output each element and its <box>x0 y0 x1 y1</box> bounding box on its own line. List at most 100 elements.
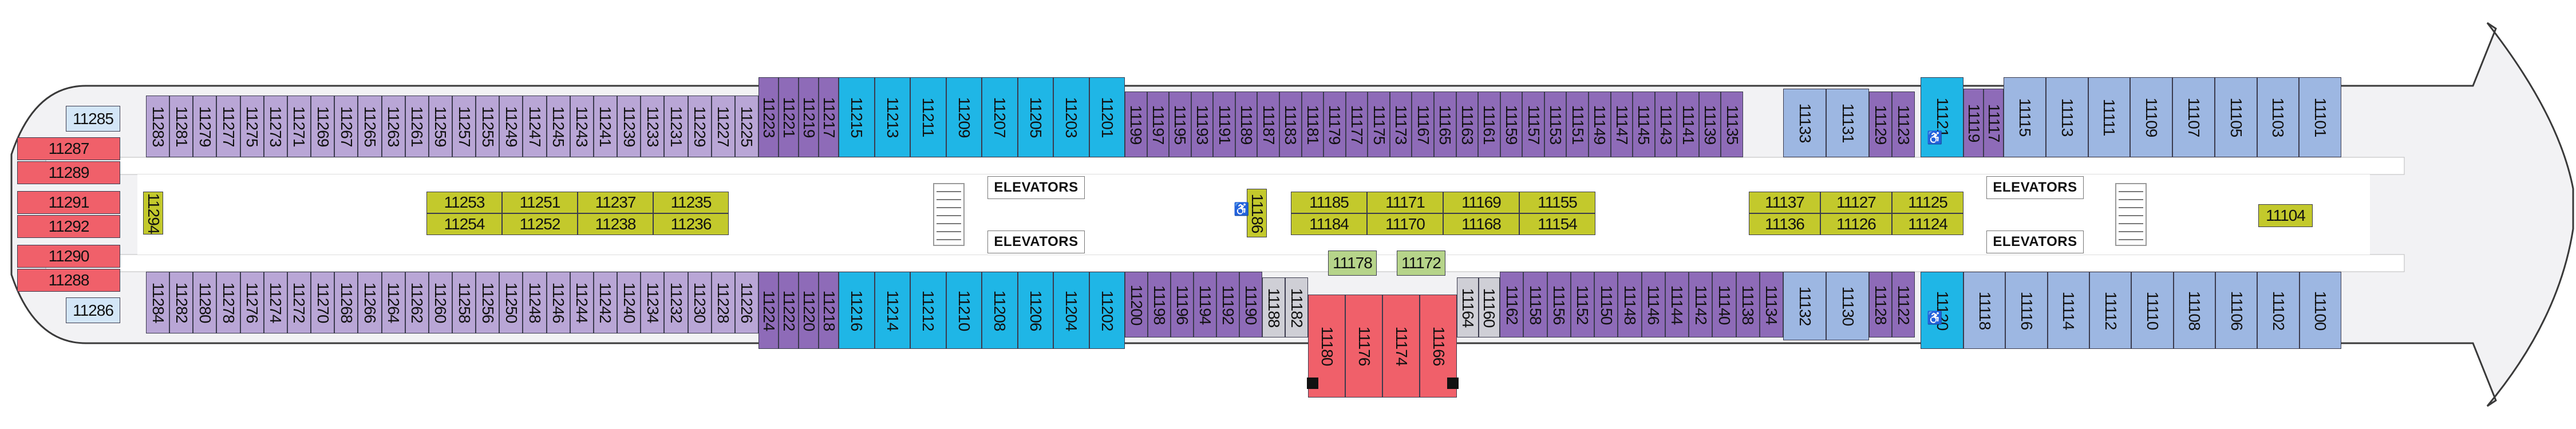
cabin[interactable]: 11182 <box>1285 277 1308 337</box>
cabin[interactable]: 11132 <box>1783 272 1826 340</box>
cabin[interactable]: 11227 <box>711 96 735 157</box>
cabin[interactable]: 11243 <box>570 96 594 157</box>
cabin[interactable]: 11127 <box>1820 192 1892 213</box>
cabin[interactable]: 11129 <box>1869 92 1892 157</box>
cabin[interactable]: 11281 <box>169 96 193 157</box>
cabin[interactable]: 11191 <box>1213 92 1235 157</box>
cabin[interactable]: 11213 <box>874 77 910 157</box>
cabin[interactable]: 11257 <box>452 96 476 157</box>
cabin[interactable]: 11272 <box>287 272 311 333</box>
cabin[interactable]: 11140 <box>1712 272 1736 337</box>
cabin[interactable]: 11289 <box>17 161 120 184</box>
cabin[interactable]: 11117 <box>1984 89 2004 157</box>
cabin[interactable]: 11197 <box>1147 92 1170 157</box>
cabin[interactable]: 11291 <box>17 191 120 214</box>
cabin[interactable]: 11185 <box>1291 192 1367 213</box>
cabin[interactable]: 11263 <box>381 96 405 157</box>
cabin[interactable]: 11178 <box>1328 251 1377 276</box>
cabin[interactable]: 11184 <box>1291 213 1367 235</box>
cabin[interactable]: 11164 <box>1457 277 1479 337</box>
cabin[interactable]: 11128 <box>1869 272 1892 337</box>
cabin[interactable]: 11119 <box>1963 89 1984 157</box>
cabin[interactable]: 11265 <box>358 96 382 157</box>
cabin[interactable]: 11287 <box>17 137 120 160</box>
cabin[interactable]: 11222 <box>779 272 799 349</box>
cabin[interactable]: 11232 <box>664 272 688 333</box>
cabin[interactable]: 11150 <box>1594 272 1618 337</box>
cabin[interactable]: 11188 <box>1262 277 1285 337</box>
cabin[interactable]: 11154 <box>1519 213 1595 235</box>
cabin[interactable]: 11183 <box>1279 92 1302 157</box>
cabin[interactable]: 11290 <box>17 245 120 268</box>
cabin[interactable]: 11152 <box>1570 272 1594 337</box>
cabin[interactable]: 11240 <box>617 272 641 333</box>
cabin[interactable]: 11108 <box>2173 272 2215 349</box>
cabin[interactable]: 11247 <box>523 96 547 157</box>
cabin[interactable]: 11100 <box>2299 272 2341 349</box>
cabin[interactable]: 11262 <box>405 272 429 333</box>
cabin[interactable]: 11125 <box>1892 192 1963 213</box>
cabin[interactable]: 11212 <box>910 272 946 349</box>
cabin[interactable]: 11172 <box>1397 251 1445 276</box>
cabin[interactable]: 11105 <box>2214 77 2257 157</box>
cabin[interactable]: 11249 <box>499 96 523 157</box>
cabin[interactable]: 11114 <box>2047 272 2089 349</box>
cabin[interactable]: 11206 <box>1017 272 1053 349</box>
cabin[interactable]: 11135 <box>1721 92 1743 157</box>
cabin[interactable]: 11271 <box>287 96 311 157</box>
cabin[interactable]: 11144 <box>1665 272 1689 337</box>
cabin[interactable]: 11254 <box>426 213 502 235</box>
cabin[interactable]: 11237 <box>578 192 653 213</box>
cabin[interactable]: 11236 <box>653 213 729 235</box>
cabin[interactable]: 11112 <box>2089 272 2132 349</box>
cabin[interactable]: 11181 <box>1301 92 1324 157</box>
cabin[interactable]: 11231 <box>664 96 688 157</box>
cabin[interactable]: 11228 <box>711 272 735 333</box>
cabin[interactable]: 11248 <box>523 272 547 333</box>
cabin[interactable]: 11190 <box>1239 272 1262 337</box>
cabin[interactable]: 11261 <box>405 96 429 157</box>
cabin[interactable]: 11189 <box>1235 92 1258 157</box>
cabin[interactable]: 11194 <box>1194 272 1216 337</box>
cabin[interactable]: 11285 <box>66 106 120 132</box>
cabin[interactable]: 11104 <box>2258 204 2313 227</box>
cabin[interactable]: 11143 <box>1654 92 1677 157</box>
cabin[interactable]: 11137 <box>1749 192 1820 213</box>
cabin[interactable]: 11131 <box>1826 89 1869 157</box>
cabin[interactable]: 11115 <box>2004 77 2046 157</box>
cabin[interactable]: 11171 <box>1367 192 1443 213</box>
cabin[interactable]: 11244 <box>570 272 594 333</box>
cabin[interactable]: 11241 <box>593 96 618 157</box>
cabin[interactable]: 11275 <box>240 96 264 157</box>
cabin[interactable]: 11233 <box>641 96 665 157</box>
cabin[interactable]: 11280 <box>193 272 217 333</box>
cabin[interactable]: 11246 <box>546 272 570 333</box>
cabin[interactable]: 11193 <box>1191 92 1214 157</box>
cabin[interactable]: 11149 <box>1589 92 1611 157</box>
cabin[interactable]: 11278 <box>216 272 240 333</box>
cabin[interactable]: 11126 <box>1820 213 1892 235</box>
cabin[interactable]: 11162 <box>1500 272 1524 337</box>
cabin[interactable]: 11130 <box>1826 272 1869 340</box>
cabin[interactable]: 11209 <box>946 77 982 157</box>
cabin[interactable]: 11255 <box>476 96 500 157</box>
cabin[interactable]: 11156 <box>1547 272 1571 337</box>
cabin[interactable]: 11111 <box>2088 77 2131 157</box>
cabin[interactable]: 11170 <box>1367 213 1443 235</box>
cabin[interactable]: 11121 <box>1921 77 1963 157</box>
cabin[interactable]: 11161 <box>1478 92 1500 157</box>
cabin[interactable]: 11242 <box>593 272 618 333</box>
cabin[interactable]: 11199 <box>1125 92 1147 157</box>
cabin[interactable]: 11210 <box>946 272 982 349</box>
cabin[interactable]: 11174 <box>1382 295 1420 398</box>
cabin[interactable]: 11268 <box>334 272 358 333</box>
cabin[interactable]: 11133 <box>1783 89 1826 157</box>
cabin[interactable]: 11253 <box>426 192 502 213</box>
cabin[interactable]: 11168 <box>1443 213 1519 235</box>
cabin[interactable]: 11102 <box>2257 272 2300 349</box>
cabin[interactable]: 11252 <box>502 213 578 235</box>
cabin[interactable]: 11198 <box>1148 272 1171 337</box>
cabin[interactable]: 11258 <box>452 272 476 333</box>
cabin[interactable]: 11186 <box>1247 189 1267 237</box>
cabin[interactable]: 11205 <box>1017 77 1053 157</box>
